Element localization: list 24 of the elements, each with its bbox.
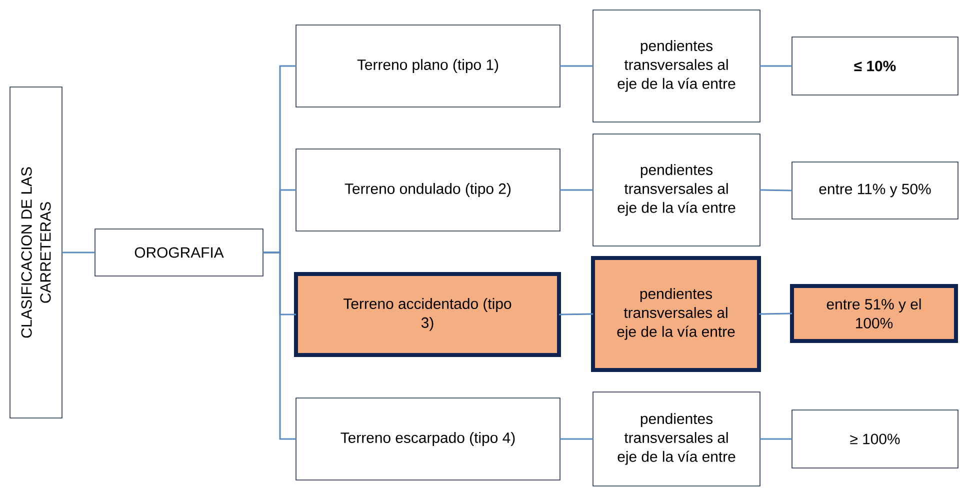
terrain-box: Terreno ondulado (tipo 2) bbox=[296, 148, 560, 232]
connector-line bbox=[560, 438, 593, 440]
connector-line bbox=[559, 313, 594, 316]
connector-line bbox=[760, 438, 792, 440]
value-box: ≤ 10% bbox=[792, 36, 958, 96]
terrain-box: Terreno accidentado (tipo 3) bbox=[294, 272, 561, 357]
criterion-box: pendientes transversales al eje de la vía entre bbox=[592, 10, 760, 122]
terrain-box: Terreno escarpado (tipo 4) bbox=[296, 398, 560, 480]
terrain-box: Terreno plano (tipo 1) bbox=[296, 24, 560, 108]
value-box: entre 51% y el 100% bbox=[790, 284, 958, 343]
criterion-box: pendientes transversales al eje de la vía entre bbox=[592, 392, 760, 486]
criterion-box: pendientes transversales al eje de la vía entre bbox=[592, 134, 760, 246]
connector-line bbox=[62, 252, 95, 254]
category-box: CLASIFICACION DE LAS CARRETERAS bbox=[10, 86, 62, 418]
connector-line bbox=[560, 189, 593, 191]
connector-line bbox=[560, 65, 593, 67]
connector-line bbox=[759, 312, 792, 315]
connector-line bbox=[760, 189, 792, 192]
category-box: OROGRAFIA bbox=[94, 228, 264, 276]
connector-line bbox=[263, 252, 296, 440]
connector-line bbox=[760, 65, 792, 67]
value-box: ≥ 100% bbox=[792, 410, 958, 468]
criterion-box: pendientes transversales al eje de la vía entre bbox=[591, 256, 761, 372]
value-box: entre 11% y 50% bbox=[792, 162, 958, 220]
